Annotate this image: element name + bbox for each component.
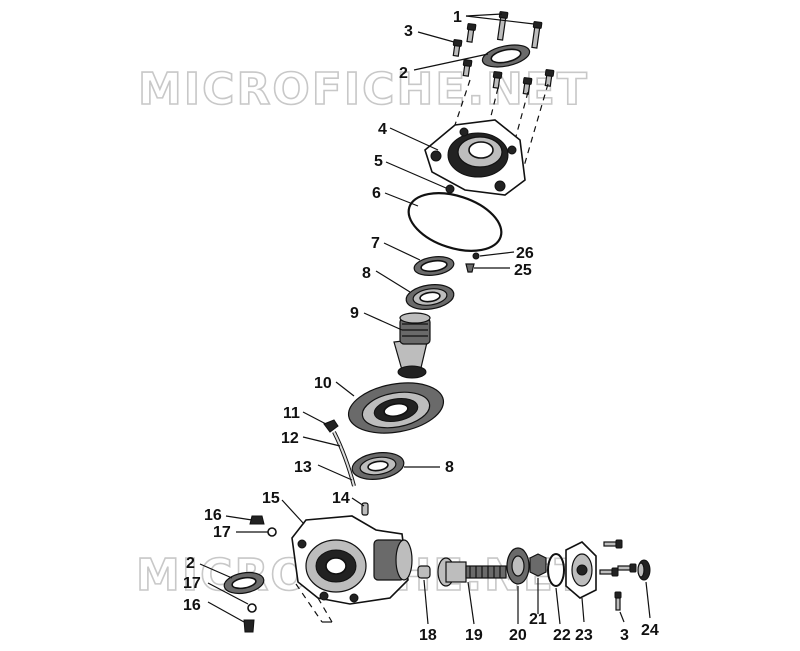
- breather-fitting: [323, 419, 339, 433]
- small-plug: [465, 263, 475, 273]
- callout-1: 1: [453, 9, 462, 26]
- callout-9: 9: [350, 305, 359, 322]
- callout-24: 24: [641, 622, 659, 639]
- drain-plug-top: [249, 515, 265, 525]
- callout-4: 4: [378, 121, 387, 138]
- drain-plug-lower: [243, 619, 255, 633]
- small-ball: [472, 252, 480, 260]
- callout-16-lower: 16: [183, 597, 201, 614]
- output-shaft: [437, 557, 507, 587]
- bearing-lower: [351, 452, 405, 480]
- bolt: [599, 567, 619, 577]
- callout-16-top: 16: [204, 507, 222, 524]
- callout-12: 12: [281, 430, 299, 447]
- callout-5: 5: [374, 153, 383, 170]
- pinion-gear: [393, 312, 431, 379]
- callout-3-lower: 3: [620, 627, 629, 644]
- callout-17-top: 17: [213, 524, 231, 541]
- callout-2-lower: 2: [186, 555, 195, 572]
- nut: [529, 553, 547, 577]
- o-ring-small: [547, 553, 565, 587]
- washer-top: [267, 527, 277, 537]
- bolt: [462, 59, 473, 77]
- callout-17-lower: 17: [183, 575, 201, 592]
- bolt: [603, 539, 623, 549]
- washer-lower: [247, 603, 257, 613]
- end-cover: [565, 541, 597, 599]
- o-ring: [407, 192, 503, 252]
- callout-18: 18: [419, 627, 437, 644]
- leader-lines: [199, 13, 651, 625]
- watermark-top: MICROFICHE.NET: [138, 64, 589, 115]
- callout-19: 19: [465, 627, 483, 644]
- bolt: [492, 71, 503, 89]
- housing-cover: [424, 119, 526, 196]
- bolt-group-top: [452, 11, 555, 95]
- callout-21: 21: [529, 611, 547, 628]
- bolt: [617, 563, 637, 573]
- callout-3: 3: [404, 23, 413, 40]
- spacer: [417, 565, 431, 579]
- callout-26: 26: [516, 245, 534, 262]
- callout-25: 25: [514, 262, 532, 279]
- callout-2: 2: [399, 65, 408, 82]
- callout-14: 14: [332, 490, 350, 507]
- callout-7: 7: [371, 235, 380, 252]
- callout-labels: 1 3 2 4 5 6 7 26 25 8 9 10 11 12 13 8 14…: [183, 9, 659, 644]
- dowel-pin: [445, 184, 455, 194]
- callout-23: 23: [575, 627, 593, 644]
- callout-8-lower: 8: [445, 459, 454, 476]
- callout-10: 10: [314, 375, 332, 392]
- callout-13: 13: [294, 459, 312, 476]
- bolt: [614, 591, 622, 611]
- main-housing: [291, 515, 413, 605]
- bolt: [466, 23, 477, 43]
- bolt: [522, 77, 533, 95]
- callout-15: 15: [262, 490, 280, 507]
- oil-seal-top: [481, 44, 531, 68]
- ring-gear: [347, 382, 445, 434]
- callout-6: 6: [372, 185, 381, 202]
- callout-22: 22: [553, 627, 571, 644]
- callout-8-top: 8: [362, 265, 371, 282]
- bearing-top: [405, 284, 455, 310]
- bolt: [531, 21, 543, 49]
- callout-11: 11: [283, 405, 300, 422]
- bolt-group-lower: [599, 539, 637, 611]
- callout-20: 20: [509, 627, 527, 644]
- bolt: [496, 11, 509, 41]
